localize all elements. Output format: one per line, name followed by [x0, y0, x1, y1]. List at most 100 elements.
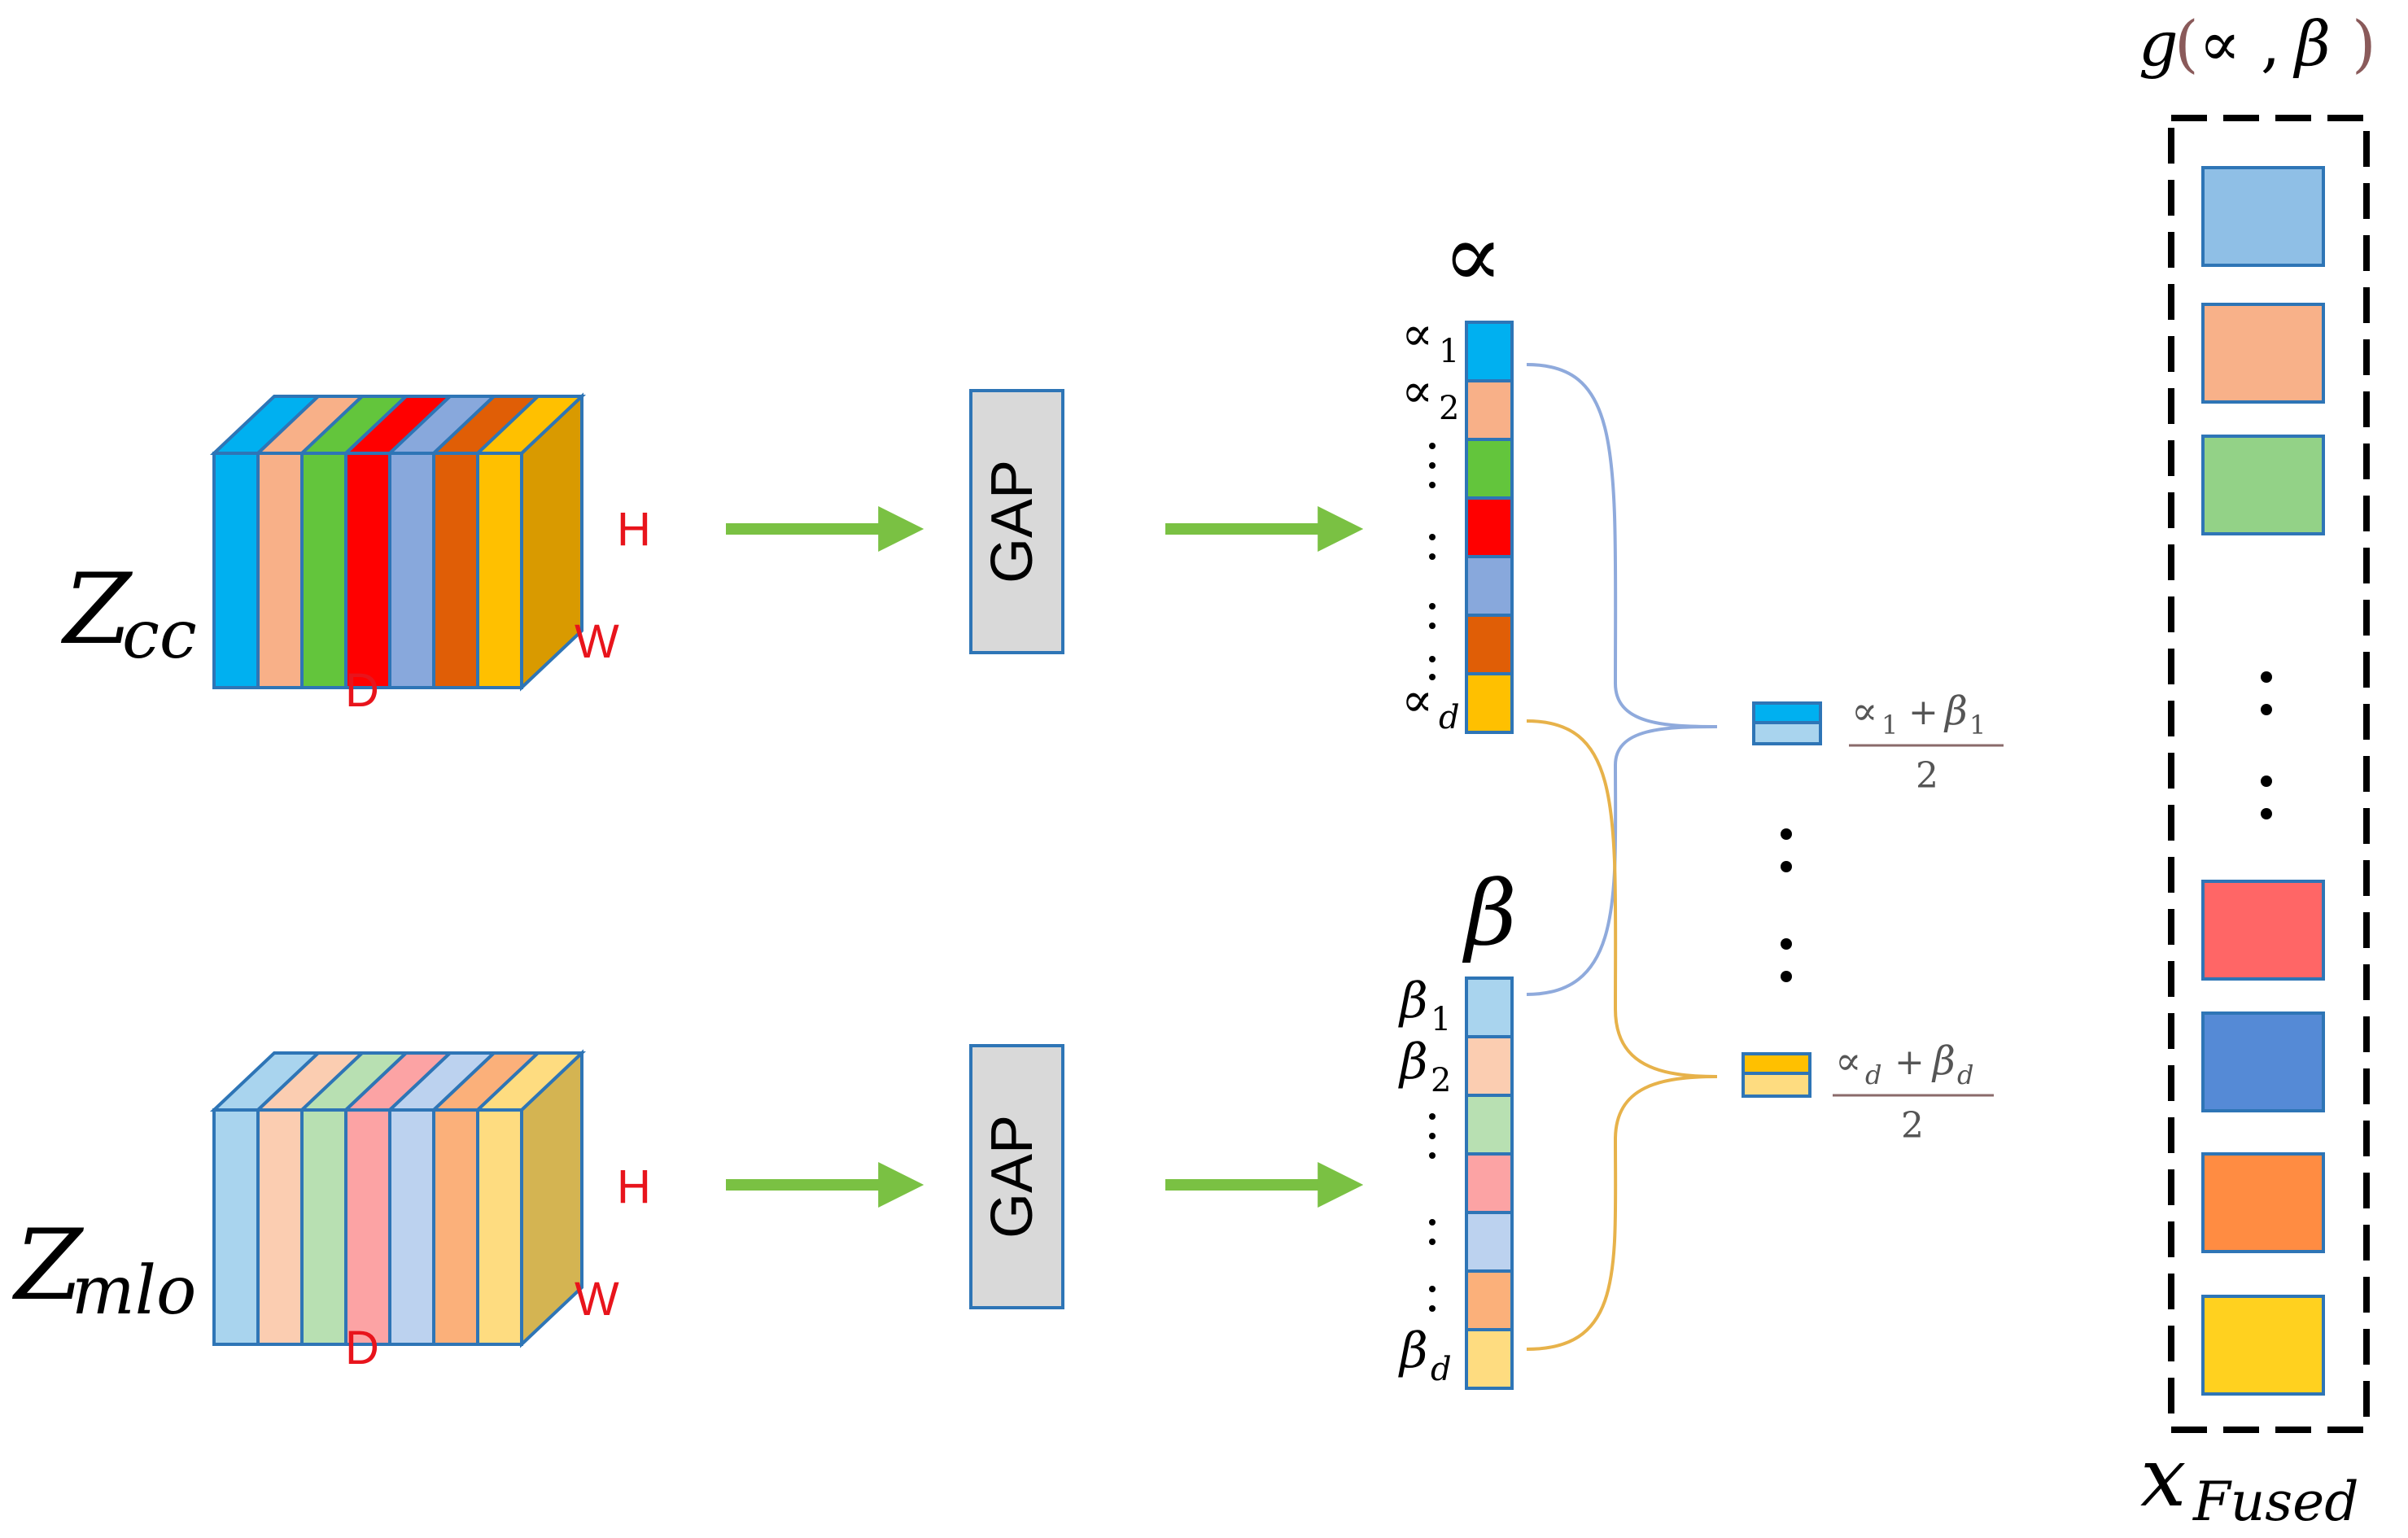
- mlo-front-slice-6: [432, 1108, 479, 1346]
- mlo-front-slice-1: [212, 1108, 260, 1346]
- alpha-d-sub: d: [1439, 699, 1460, 736]
- cc-dim-d: D: [345, 664, 379, 717]
- gap-label-mlo: GAP: [980, 1115, 1045, 1239]
- beta-1-sub: 1: [1431, 1001, 1451, 1038]
- alpha-cell-6: [1465, 614, 1514, 675]
- fused-alpha: ∝: [2199, 7, 2240, 80]
- mlo-feature-block: [209, 1049, 587, 1348]
- fused-cell-7: [2201, 1295, 2325, 1396]
- fused-comma: ,: [2261, 7, 2280, 80]
- avg-last-num-a: ∝: [1835, 1038, 1861, 1084]
- alpha-d-sym: ∝: [1401, 672, 1433, 727]
- avg-first-sub-a: 1: [1881, 710, 1898, 741]
- avg-first-num-a: ∝: [1851, 688, 1877, 734]
- alpha-cell-7: [1465, 672, 1514, 734]
- beta-cell-7: [1465, 1328, 1514, 1390]
- alpha-cell-1: [1465, 321, 1514, 382]
- cc-front-slice-3: [300, 452, 347, 689]
- cc-front-slice-7: [476, 452, 523, 689]
- alpha-cell-3: [1465, 438, 1514, 500]
- cc-label-base: Z: [60, 553, 133, 666]
- beta-title: β: [1462, 861, 1517, 965]
- avg-first-den: 2: [1916, 755, 1938, 797]
- mlo-dim-d: D: [345, 1322, 379, 1374]
- beta-2-sym: β: [1398, 1033, 1428, 1090]
- mlo-label-base: Z: [11, 1209, 85, 1322]
- fused-cell-6: [2201, 1152, 2325, 1253]
- avg-last-den: 2: [1901, 1105, 1924, 1147]
- beta-cell-6: [1465, 1269, 1514, 1331]
- fused-dashed-frame: [2168, 115, 2370, 1433]
- beta-brace-curve: [1526, 719, 1718, 1351]
- alpha-title: ∝: [1443, 203, 1503, 308]
- beta-d-sym: β: [1398, 1322, 1428, 1379]
- mlo-label-sub: mlo: [72, 1252, 196, 1330]
- avg-last-plus: +: [1894, 1042, 1925, 1083]
- avg-first-plus: +: [1908, 692, 1938, 733]
- cc-label-sub: cc: [122, 596, 197, 674]
- fused-bottom-sub: Fused: [2192, 1470, 2358, 1533]
- beta-cell-2: [1465, 1035, 1514, 1097]
- avg-ellipsis-dots: [1781, 828, 1792, 982]
- mlo-front-slice-7: [476, 1108, 523, 1346]
- avg-last-sub-b: d: [1957, 1060, 1973, 1090]
- alpha-1-sub: 1: [1439, 333, 1459, 370]
- fused-ellipsis-dots: [2261, 671, 2272, 819]
- beta-d-sub: d: [1431, 1351, 1452, 1388]
- avg-last-formula: ∝ d + β d 2: [1833, 1038, 1994, 1147]
- alpha-ellipsis-dots: [1429, 443, 1436, 680]
- beta-2-sub: 2: [1431, 1062, 1451, 1099]
- beta-cell-4: [1465, 1152, 1514, 1214]
- fused-vector: [2201, 166, 2325, 1396]
- cc-front-slice-1: [212, 452, 260, 689]
- beta-cell-3: [1465, 1094, 1514, 1156]
- alpha-cell-4: [1465, 496, 1514, 558]
- fused-beta: β: [2292, 7, 2331, 80]
- avg-last-sub-a: d: [1865, 1060, 1881, 1090]
- fused-cell-3: [2201, 435, 2325, 535]
- avg-first-num-b: β: [1943, 688, 1968, 734]
- alpha-vector: [1465, 321, 1514, 734]
- mlo-dim-w: W: [575, 1273, 619, 1326]
- fused-top-label: g ( ∝ , β ): [2139, 7, 2376, 80]
- alpha-2-sub: 2: [1439, 390, 1459, 427]
- fused-cell-5: [2201, 1011, 2325, 1112]
- cc-feature-block: [209, 392, 587, 692]
- fused-open-paren: (: [2174, 7, 2199, 80]
- avg-first-icon: [1752, 701, 1822, 745]
- alpha-cell-2: [1465, 379, 1514, 441]
- cc-front-slice-6: [432, 452, 479, 689]
- fused-cell-1: [2201, 166, 2325, 267]
- mlo-front-slice-2: [256, 1108, 304, 1346]
- beta-cell-5: [1465, 1211, 1514, 1273]
- cc-dim-h: H: [617, 503, 651, 556]
- avg-last-num-b: β: [1931, 1038, 1956, 1084]
- beta-1-sym: β: [1398, 972, 1428, 1029]
- beta-vector: [1465, 977, 1514, 1390]
- alpha-1-sym: ∝: [1401, 306, 1433, 361]
- cc-dim-w: W: [575, 615, 619, 668]
- beta-ellipsis-dots: [1429, 1113, 1436, 1312]
- fused-close-paren: ): [2352, 7, 2376, 80]
- avg-first-sub-b: 1: [1969, 710, 1986, 741]
- fused-cell-2: [2201, 303, 2325, 404]
- mlo-front-slice-3: [300, 1108, 347, 1346]
- alpha-2-sym: ∝: [1401, 363, 1433, 418]
- beta-cell-1: [1465, 977, 1514, 1038]
- avg-last-icon: [1742, 1052, 1811, 1098]
- avg-first-formula: ∝ 1 + β 1 2: [1849, 688, 2004, 797]
- mlo-front-slice-5: [388, 1108, 435, 1346]
- mlo-dim-h: H: [617, 1160, 651, 1213]
- mlo-front-slice-4: [344, 1108, 391, 1346]
- cc-front-slice-4: [344, 452, 391, 689]
- gap-box-cc: GAP: [969, 389, 1064, 654]
- fused-fn: g: [2139, 7, 2179, 80]
- fused-bottom-base: x: [2140, 1430, 2186, 1525]
- alpha-brace-curve: [1526, 363, 1718, 996]
- fused-cell-4: [2201, 880, 2325, 981]
- alpha-cell-5: [1465, 555, 1514, 617]
- gap-box-mlo: GAP: [969, 1044, 1064, 1309]
- gap-label-cc: GAP: [980, 460, 1045, 583]
- cc-front-slice-2: [256, 452, 304, 689]
